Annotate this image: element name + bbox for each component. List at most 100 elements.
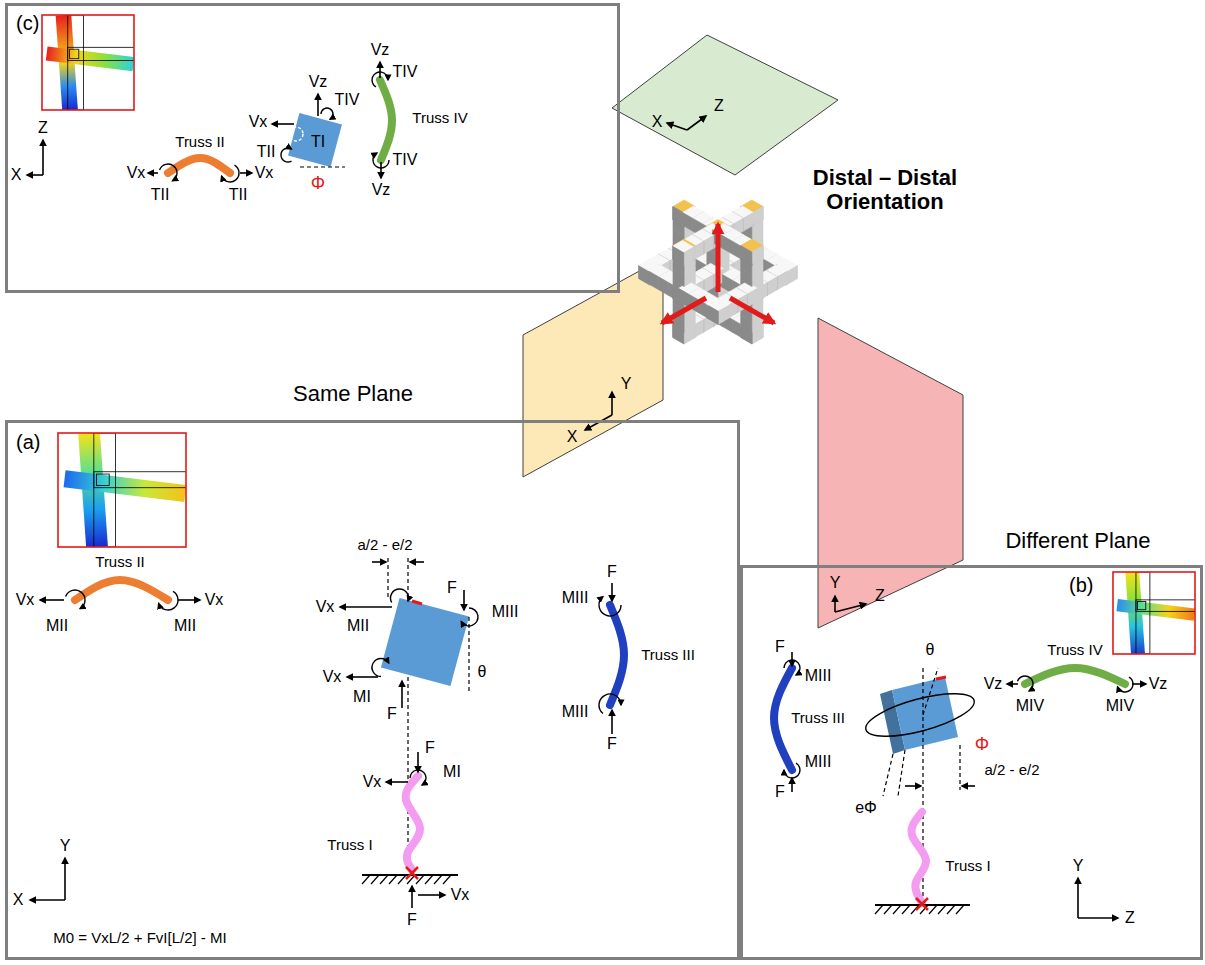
lattice-face xyxy=(718,305,729,324)
moment-symbol xyxy=(410,770,426,785)
dimension-label: eΦ xyxy=(855,799,877,817)
moment-symbol xyxy=(66,590,85,609)
lattice-face xyxy=(649,271,659,290)
force-arrow xyxy=(1007,683,1018,685)
axis-arrow xyxy=(27,174,43,176)
force-label: Vx xyxy=(255,164,274,182)
force-arrow xyxy=(611,710,613,734)
force-arrow xyxy=(148,172,158,174)
truss-label: Truss III xyxy=(791,710,845,727)
axis-arrow xyxy=(64,858,66,900)
moment-label: MIII xyxy=(805,753,832,771)
ground-hatch xyxy=(875,905,883,914)
axis-label: Z xyxy=(38,119,48,137)
truss-label: Truss I xyxy=(945,858,990,875)
force-arrow xyxy=(791,652,793,666)
lattice-face xyxy=(704,275,714,294)
plane-yz xyxy=(818,318,963,628)
force-label: Vz xyxy=(309,73,328,91)
angle-reference xyxy=(468,617,469,692)
truss-member xyxy=(406,776,420,870)
lattice-face xyxy=(684,247,694,266)
angle-label: θ xyxy=(478,663,487,681)
axis-arrow xyxy=(611,392,613,415)
panel-heading: Same Plane xyxy=(293,381,413,406)
moment-label: TIV xyxy=(335,91,360,109)
force-arrow xyxy=(1132,683,1146,685)
force-label: Vz xyxy=(1149,675,1168,693)
moment-symbol xyxy=(461,608,478,626)
lattice-face xyxy=(786,266,797,285)
axis-arrow xyxy=(687,116,706,130)
load-direction-arrow xyxy=(730,298,774,323)
force-arrow xyxy=(463,590,465,610)
dimension-arrow xyxy=(372,561,386,563)
force-arrow xyxy=(317,94,319,116)
fixed-support-mark xyxy=(916,898,928,910)
torque-symbol xyxy=(289,127,303,141)
ground-hatch xyxy=(380,875,388,884)
lattice-face xyxy=(767,277,777,296)
force-label: F xyxy=(407,911,417,929)
moment-symbol xyxy=(373,153,389,168)
fem-inset xyxy=(42,15,134,110)
ground-hatch xyxy=(938,905,946,914)
moment-label: MII xyxy=(174,617,196,635)
truss-member xyxy=(610,605,624,705)
axis-label: Y xyxy=(60,837,71,855)
angle-label: θ xyxy=(926,641,935,659)
equation-label: M0 = VxL/2 + FvI[L/2] - MI xyxy=(53,930,226,947)
axis-label: X xyxy=(11,166,22,184)
node-block xyxy=(381,598,469,686)
moment-label: MIII xyxy=(562,703,589,721)
force-arrow xyxy=(386,781,408,783)
panel-letter: (b) xyxy=(1069,574,1093,597)
force-label: Vx xyxy=(16,591,35,609)
title-label: Distal – Distal Orientation xyxy=(800,166,970,214)
panel-heading: Different Plane xyxy=(1005,528,1150,553)
force-arrow xyxy=(40,599,64,601)
lattice-face xyxy=(659,277,669,296)
moment-symbol xyxy=(159,591,178,610)
truss-member xyxy=(774,668,792,770)
axis-arrow xyxy=(667,123,687,130)
axis-label: Y xyxy=(1073,857,1084,875)
axis-label: X xyxy=(652,113,663,131)
force-label: Vx xyxy=(323,668,342,686)
inset-frame xyxy=(58,433,186,547)
lattice-face xyxy=(673,246,684,265)
dashed-guide xyxy=(883,754,893,796)
truss-label: Truss IV xyxy=(412,110,467,127)
moment-label: MII xyxy=(347,617,369,635)
moment-symbol xyxy=(160,164,177,181)
force-arrow xyxy=(272,123,294,125)
ground-hatch xyxy=(389,875,397,884)
force-arrow xyxy=(340,606,392,608)
inset-frame xyxy=(42,15,134,110)
fixed-support-mark xyxy=(406,867,418,879)
lattice-face xyxy=(741,246,752,264)
ground-hatch xyxy=(434,875,442,884)
angle-reference xyxy=(300,166,345,167)
lattice-face xyxy=(679,288,689,307)
ground-hatch xyxy=(398,875,406,884)
moment-label: TI xyxy=(311,133,325,151)
moment-label: TII xyxy=(257,143,276,161)
panel-box: Same Plane(a) xyxy=(5,420,740,960)
axis-arrow xyxy=(835,604,866,612)
lattice-face xyxy=(743,212,753,231)
axis-label: Z xyxy=(714,97,724,115)
moment-symbol xyxy=(1117,677,1133,692)
moment-symbol xyxy=(784,660,800,675)
moment-symbol xyxy=(784,763,800,778)
dashed-guide xyxy=(898,750,905,796)
dimension-arrow xyxy=(410,561,424,563)
truss-member xyxy=(912,812,927,903)
force-label: Vx xyxy=(363,773,382,791)
force-label: F xyxy=(387,705,397,723)
truss-member xyxy=(380,80,392,160)
lattice-face xyxy=(704,235,714,254)
moment-label: TIV xyxy=(393,151,418,169)
ground-hatch xyxy=(893,905,901,914)
moment-label: MI xyxy=(443,763,461,781)
